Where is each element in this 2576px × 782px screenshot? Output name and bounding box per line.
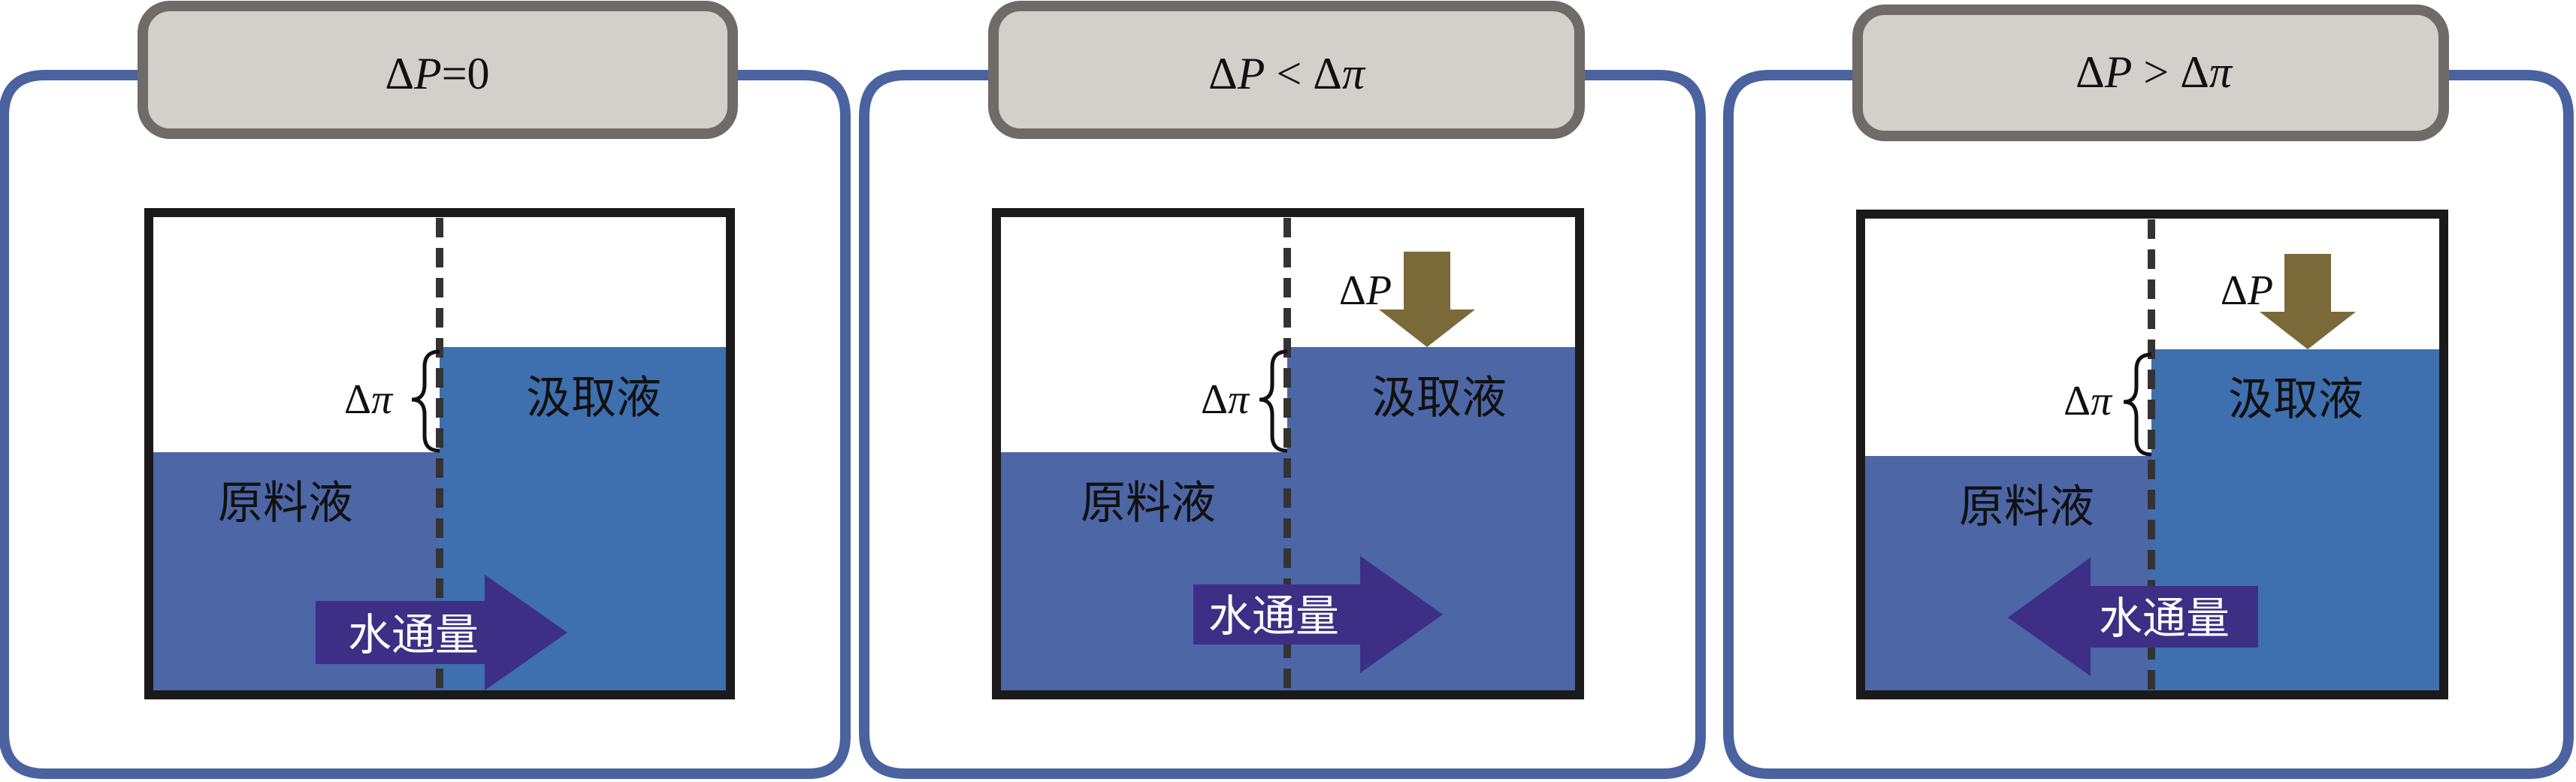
feed-solution-label: 原料液 [218,477,353,530]
panel-title: ΔP=0 [385,49,489,98]
title-tab [138,1,738,139]
feed-solution [998,452,1287,695]
panel-3: ΔP > Δπ ΔP Δπ 汲取液 原料液 水通量 [1723,5,2574,779]
panel-1: ΔP=0 Δπ 汲取液 原料液 水通量 [0,1,851,779]
water-flux-arrow [316,575,567,690]
panel-title: ΔP > Δπ [2076,47,2233,97]
pressure-label: ΔP [1339,267,1392,314]
panel-frame [0,70,851,779]
feed-solution-label: 原料液 [1081,477,1216,530]
panel-frame [859,70,1706,779]
pressure-arrow [1379,252,1475,347]
water-flux-label: 水通量 [1208,590,1339,642]
draw-solution-label: 汲取液 [2228,373,2363,426]
osmotic-brace [411,349,440,453]
draw-solution-label: 汲取液 [1371,372,1507,424]
osmotic-pressure-label: Δπ [1201,376,1250,423]
osmotic-pressure-label: Δπ [2064,378,2113,424]
osmotic-pressure-label: Δπ [344,376,394,423]
panel-frame [1723,70,2574,779]
title-tab [1852,5,2449,141]
water-flux-label: 水通量 [2099,593,2230,644]
pressure-arrow [2260,254,2356,349]
water-flux-arrow [2008,557,2258,676]
osmotic-brace [2123,352,2152,457]
container [1856,210,2448,699]
osmotic-brace [1259,349,1288,453]
panel-2: ΔP < Δπ ΔP Δπ 汲取液 原料液 水通量 [859,1,1706,779]
water-flux-arrow [1193,556,1443,673]
title-tab [988,1,1585,139]
draw-solution-label: 汲取液 [526,372,661,424]
feed-solution [1862,456,2151,695]
pressure-label: ΔP [2221,267,2273,314]
container [144,208,735,699]
panel-title: ΔP < Δπ [1208,49,1366,98]
feed-solution-label: 原料液 [1959,481,2094,533]
container [992,208,1584,699]
water-flux-label: 水通量 [348,609,479,660]
